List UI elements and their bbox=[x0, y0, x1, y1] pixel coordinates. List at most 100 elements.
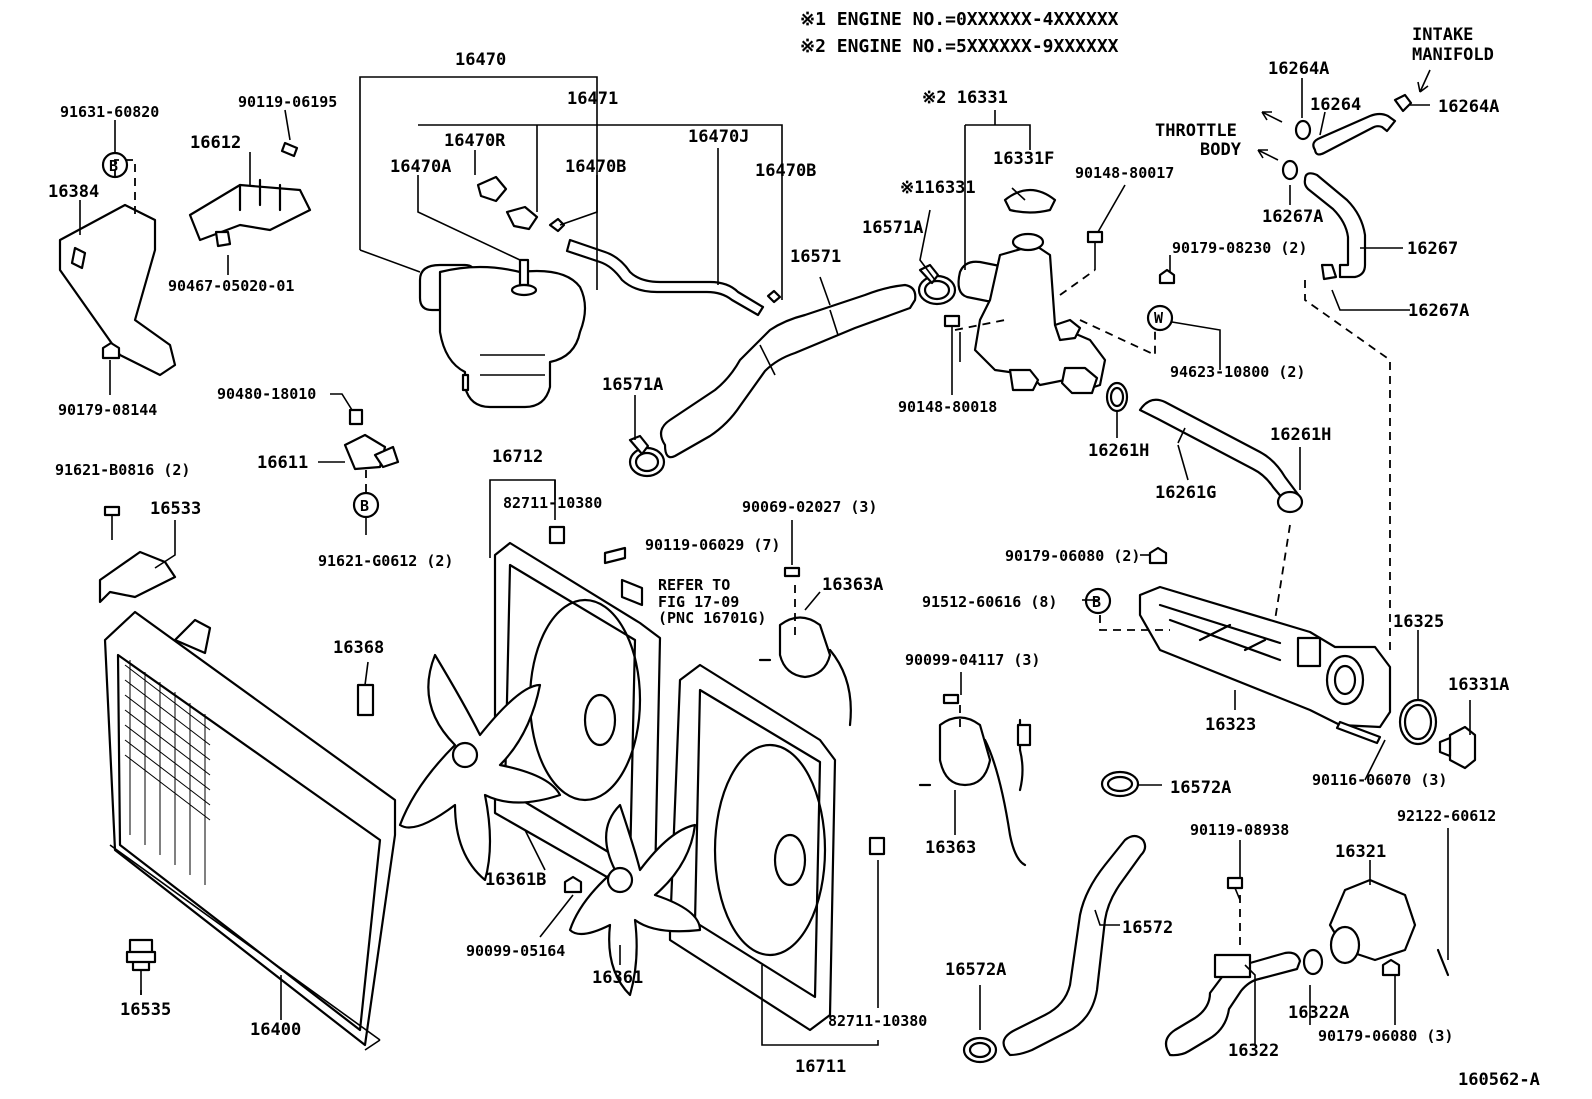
label-16325[interactable]: 16325 bbox=[1393, 612, 1444, 632]
label-16535[interactable]: 16535 bbox=[120, 1000, 171, 1020]
label-16572A-lower[interactable]: 16572A bbox=[945, 960, 1006, 980]
label-16267[interactable]: 16267 bbox=[1407, 239, 1458, 259]
label-90179-06080-upper[interactable]: 90179-06080 (2) bbox=[1005, 547, 1140, 565]
label-90179-08230[interactable]: 90179-08230 (2) bbox=[1172, 239, 1307, 257]
label-16264[interactable]: 16264 bbox=[1310, 95, 1361, 115]
bracket-16611[interactable] bbox=[343, 433, 400, 471]
bolt-90467-05020-01[interactable] bbox=[214, 230, 232, 248]
bolt-90069-02027[interactable] bbox=[783, 566, 801, 578]
label-90099-04117[interactable]: 90099-04117 (3) bbox=[905, 651, 1040, 669]
gasket-16325[interactable] bbox=[1398, 698, 1438, 746]
reservoir-tank-16470[interactable] bbox=[418, 258, 587, 409]
fan-shroud-16711[interactable] bbox=[668, 663, 837, 1032]
label-16261G[interactable]: 16261G bbox=[1155, 483, 1216, 503]
stud-90116-06070[interactable] bbox=[1335, 720, 1382, 745]
label-16571[interactable]: 16571 bbox=[790, 247, 841, 267]
label-16323[interactable]: 16323 bbox=[1205, 715, 1256, 735]
label-16322A[interactable]: 16322A bbox=[1288, 1003, 1349, 1023]
bracket-16612[interactable] bbox=[188, 178, 312, 242]
label-16331F[interactable]: 16331F bbox=[993, 149, 1054, 169]
label-16612[interactable]: 16612 bbox=[190, 133, 241, 153]
label-16267A-lower[interactable]: 16267A bbox=[1408, 301, 1469, 321]
clamp-16261H-upper[interactable] bbox=[1105, 381, 1129, 413]
label-90099-05164[interactable]: 90099-05164 bbox=[466, 942, 565, 960]
label-16322[interactable]: 16322 bbox=[1228, 1041, 1279, 1061]
label-16571A-lower[interactable]: 16571A bbox=[602, 375, 663, 395]
label-91621-B0816[interactable]: 91621-B0816 (2) bbox=[55, 461, 190, 479]
label-90179-06080-lower[interactable]: 90179-06080 (3) bbox=[1318, 1027, 1453, 1045]
label-91631-60820[interactable]: 91631-60820 bbox=[60, 103, 159, 121]
stud-92122-60612[interactable] bbox=[1436, 948, 1450, 977]
label-16361B[interactable]: 16361B bbox=[485, 870, 546, 890]
label-90119-06029[interactable]: 90119-06029 (7) bbox=[645, 536, 780, 554]
gasket-16322A[interactable] bbox=[1302, 948, 1324, 976]
label-16368[interactable]: 16368 bbox=[333, 638, 384, 658]
nut-90179-08230[interactable] bbox=[1158, 268, 1176, 285]
nut-90480-18010[interactable] bbox=[348, 408, 364, 426]
nut-90179-06080-lower[interactable] bbox=[1381, 958, 1401, 977]
label-90116-06070[interactable]: 90116-06070 (3) bbox=[1312, 771, 1447, 789]
label-16712[interactable]: 16712 bbox=[492, 447, 543, 467]
label-16711[interactable]: 16711 bbox=[795, 1057, 846, 1077]
water-pipe-16322[interactable] bbox=[1164, 951, 1302, 1057]
radiator-cap-16331F[interactable] bbox=[1003, 188, 1057, 214]
clip-82711-10380-upper[interactable] bbox=[548, 525, 566, 545]
clip-16368[interactable] bbox=[356, 683, 375, 717]
label-92122-60612[interactable]: 92122-60612 bbox=[1397, 807, 1496, 825]
label-90467-05020-01[interactable]: 90467-05020-01 bbox=[168, 277, 294, 295]
label-16533[interactable]: 16533 bbox=[150, 499, 201, 519]
label-91621-G0612[interactable]: 91621-G0612 (2) bbox=[318, 552, 453, 570]
label-16261H-left[interactable]: 16261H bbox=[1088, 441, 1149, 461]
label-16363[interactable]: 16363 bbox=[925, 838, 976, 858]
label-16470[interactable]: 16470 bbox=[455, 50, 506, 70]
label-16470B-2[interactable]: 16470B bbox=[755, 161, 816, 181]
label-16264A-left[interactable]: 16264A bbox=[1268, 59, 1329, 79]
nut-90099-05164[interactable] bbox=[563, 875, 583, 894]
fan-motor-16363[interactable] bbox=[918, 716, 1032, 867]
label-16470B-1[interactable]: 16470B bbox=[565, 157, 626, 177]
hose-clamp-16571A-upper[interactable] bbox=[917, 263, 957, 306]
hose-16264[interactable] bbox=[1312, 112, 1397, 156]
label-91512-60616[interactable]: 91512-60616 (8) bbox=[922, 593, 1057, 611]
clamp-16264A-left[interactable] bbox=[1294, 119, 1312, 141]
clamp-16267A-lower[interactable] bbox=[1320, 263, 1338, 281]
clamp-16572A-upper[interactable] bbox=[1100, 770, 1140, 798]
label-90148-80017[interactable]: 90148-80017 bbox=[1075, 164, 1174, 182]
label-16572[interactable]: 16572 bbox=[1122, 918, 1173, 938]
washer-94623-10800[interactable]: W bbox=[1146, 304, 1174, 332]
label-16361[interactable]: 16361 bbox=[592, 968, 643, 988]
label-90119-08938[interactable]: 90119-08938 bbox=[1190, 821, 1289, 839]
label-16471[interactable]: 16471 bbox=[567, 89, 618, 109]
fan-motor-16363A[interactable] bbox=[758, 616, 852, 727]
label-16261H-right[interactable]: 16261H bbox=[1270, 425, 1331, 445]
drain-plug-16535[interactable] bbox=[125, 938, 157, 995]
reservoir-cap-16470R[interactable] bbox=[476, 175, 508, 203]
bolt-91621-G0612[interactable]: B bbox=[352, 491, 380, 519]
label-16611[interactable]: 16611 bbox=[257, 453, 308, 473]
hose-16267[interactable] bbox=[1303, 172, 1367, 279]
clamp-16572A-lower[interactable] bbox=[962, 1036, 998, 1064]
radiator-16400[interactable] bbox=[103, 610, 397, 1051]
water-outlet-16331[interactable] bbox=[957, 232, 1107, 395]
label-90179-08144[interactable]: 90179-08144 bbox=[58, 401, 157, 419]
label-16264A-right[interactable]: 16264A bbox=[1438, 97, 1499, 117]
fan-16361[interactable] bbox=[568, 803, 702, 997]
clamp-16261H-lower[interactable] bbox=[1276, 490, 1304, 514]
thermostat-16331A[interactable] bbox=[1438, 725, 1477, 770]
bolt-91621-B0816[interactable] bbox=[103, 505, 121, 540]
reservoir-hose-clip-16470B[interactable] bbox=[505, 205, 566, 233]
label-16363A[interactable]: 16363A bbox=[822, 575, 883, 595]
label-16384[interactable]: 16384 bbox=[48, 182, 99, 202]
bolt-90119-06029[interactable] bbox=[603, 546, 627, 565]
label-90119-06195[interactable]: 90119-06195 bbox=[238, 93, 337, 111]
bracket-16533[interactable] bbox=[98, 550, 177, 604]
clip-82711-10380-lower[interactable] bbox=[868, 836, 886, 856]
label-90069-02027[interactable]: 90069-02027 (3) bbox=[742, 498, 877, 516]
overflow-hose-16470J[interactable] bbox=[565, 238, 782, 317]
lower-radiator-hose-16572[interactable] bbox=[1002, 834, 1147, 1057]
label-16331A[interactable]: 16331A bbox=[1448, 675, 1509, 695]
label-16331-note2[interactable]: ※2 16331 bbox=[922, 88, 1008, 108]
water-inlet-16321[interactable] bbox=[1328, 878, 1417, 965]
label-82711-10380-upper[interactable]: 82711-10380 bbox=[503, 494, 602, 512]
label-90148-80018[interactable]: 90148-80018 bbox=[898, 398, 997, 416]
